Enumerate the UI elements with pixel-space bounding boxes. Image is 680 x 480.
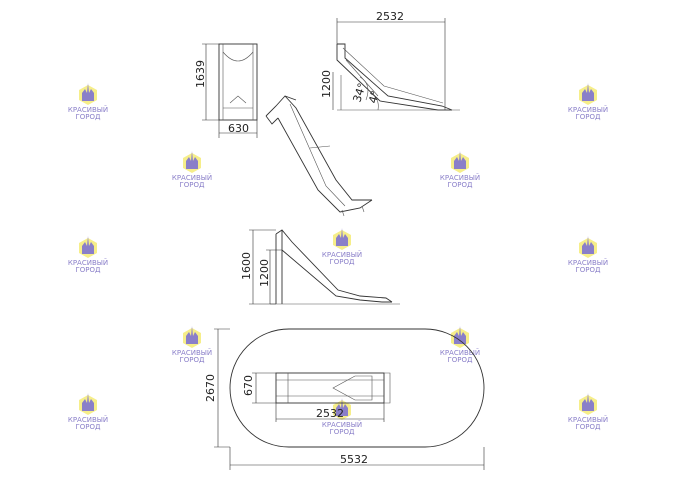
watermark-castle-icon — [82, 236, 94, 254]
angle-main-label: 34° — [350, 81, 368, 104]
watermark-castle-icon — [82, 83, 94, 101]
watermark-text-line1: КРАСИВЫЙ — [440, 173, 480, 182]
watermark-text-line1: КРАСИВЫЙ — [568, 105, 608, 114]
front-width-label: 630 — [228, 122, 249, 135]
watermark-castle-icon — [186, 151, 198, 169]
watermark-text-line2: ГОРОД — [576, 423, 602, 431]
watermark-castle-icon — [454, 151, 466, 169]
plan-view: 670 2532 2670 5532 — [204, 328, 485, 470]
watermark-text-line1: КРАСИВЫЙ — [68, 105, 108, 114]
watermark-text-line2: ГОРОД — [576, 266, 602, 274]
side-view: 34° 4° 2532 1200 — [320, 10, 460, 111]
isometric-view — [265, 95, 373, 217]
plan-width-inner-label: 670 — [242, 375, 255, 396]
front-view: 1639 630 — [194, 43, 258, 138]
watermark-text-line1: КРАСИВЫЙ — [172, 173, 212, 182]
watermark-text-line2: ГОРОД — [180, 356, 206, 364]
side-length-label: 2532 — [376, 10, 404, 23]
watermark-text-line2: ГОРОД — [576, 113, 602, 121]
watermark-castle-icon — [582, 393, 594, 411]
elev-platform-label: 1200 — [258, 259, 271, 287]
watermark-text-line1: КРАСИВЫЙ — [440, 348, 480, 357]
watermark-text-line2: ГОРОД — [330, 258, 356, 266]
watermark-text-line1: КРАСИВЫЙ — [322, 420, 362, 429]
elevation-view: 1600 1200 — [240, 229, 400, 305]
front-height-label: 1639 — [194, 60, 207, 88]
watermark-text-line2: ГОРОД — [330, 428, 356, 436]
watermark-text-line1: КРАСИВЫЙ — [68, 415, 108, 424]
plan-length-inner-label: 2532 — [316, 407, 344, 420]
angle-exit-label: 4° — [366, 89, 382, 104]
watermark-text-line2: ГОРОД — [76, 266, 102, 274]
watermark-text-line2: ГОРОД — [180, 181, 206, 189]
watermark-castle-icon — [336, 398, 348, 416]
watermark-text-line1: КРАСИВЫЙ — [322, 250, 362, 259]
watermark-text-line1: КРАСИВЫЙ — [568, 415, 608, 424]
watermark-text-line1: КРАСИВЫЙ — [172, 348, 212, 357]
watermark-text-line1: КРАСИВЫЙ — [68, 258, 108, 267]
zone-length-label: 5532 — [340, 453, 368, 466]
watermark-text-line2: ГОРОД — [76, 113, 102, 121]
watermark-castle-icon — [454, 326, 466, 344]
watermark-text-line1: КРАСИВЫЙ — [568, 258, 608, 267]
zone-width-label: 2670 — [204, 374, 217, 402]
watermark-castle-icon — [186, 326, 198, 344]
watermark-castle-icon — [582, 236, 594, 254]
watermark-castle-icon — [582, 83, 594, 101]
watermark-layer: КРАСИВЫЙГОРОДКРАСИВЫЙГОРОДКРАСИВЫЙГОРОДК… — [68, 83, 608, 436]
watermark-text-line2: ГОРОД — [448, 356, 474, 364]
watermark-castle-icon — [336, 228, 348, 246]
safety-zone — [229, 328, 485, 448]
side-height-label: 1200 — [320, 70, 333, 98]
watermark-text-line2: ГОРОД — [76, 423, 102, 431]
watermark-text-line2: ГОРОД — [448, 181, 474, 189]
elev-total-label: 1600 — [240, 252, 253, 280]
watermark-castle-icon — [82, 393, 94, 411]
